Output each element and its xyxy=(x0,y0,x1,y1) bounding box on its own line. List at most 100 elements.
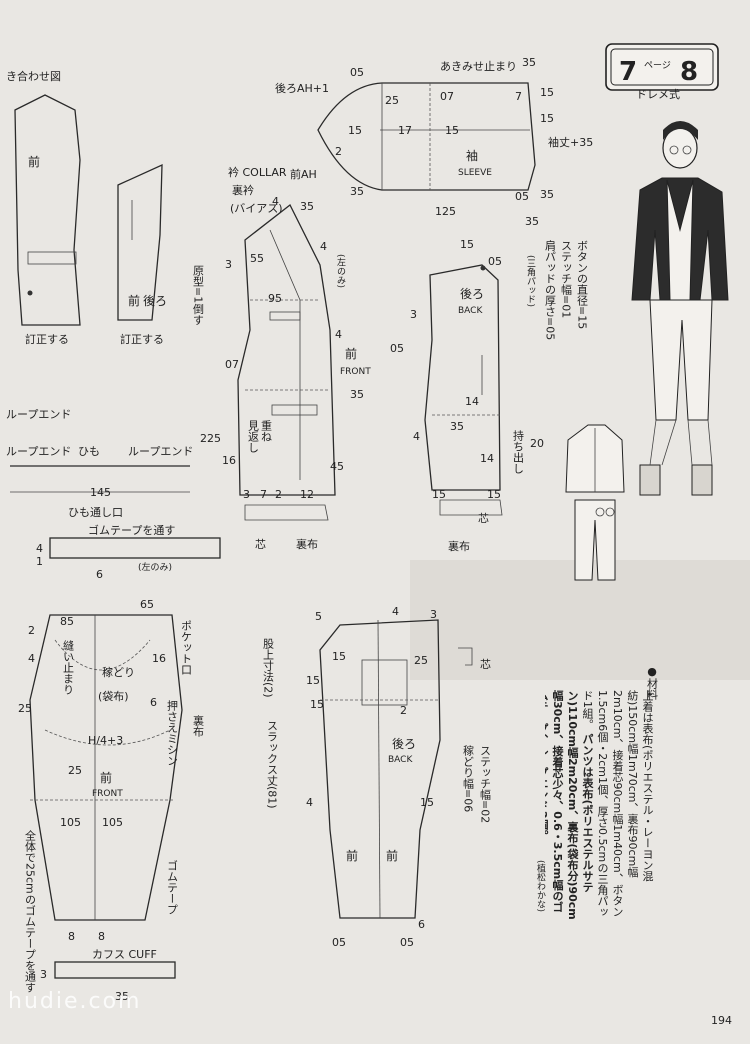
pf-sew-end: 縫い止まり xyxy=(62,639,75,695)
sleeve-n15: 05 xyxy=(515,190,529,203)
pf-lining: 裏布 xyxy=(192,714,205,738)
front-facing: 見返し xyxy=(247,420,260,453)
pb-rivet-w: 稼どり幅=06 xyxy=(462,744,475,813)
sleeve-n5: 17 xyxy=(398,124,412,137)
sleeve-label-en: SLEEVE xyxy=(458,168,492,178)
front-n15: 35 xyxy=(350,388,364,401)
back-jacket-pattern: 後ろ BACK 持ち出し 裏布 芯 15 05 3 05 4 14 35 14 … xyxy=(390,238,544,553)
back-n3: 05 xyxy=(390,342,404,355)
pb-front-a: 前 xyxy=(346,848,358,863)
loop-end-1: ループエンド xyxy=(6,408,71,421)
pants-back-pattern: 股上寸法(2) スラックス丈(81) ステッチ幅=02 稼どり幅=06 後ろ B… xyxy=(262,605,492,949)
back-n6: 14 xyxy=(465,395,479,408)
pb-n7: 2 xyxy=(400,704,407,717)
badge-page-suffix: ページ xyxy=(644,61,671,71)
back-n1: 05 xyxy=(488,255,502,268)
pb-core: 芯 xyxy=(480,657,491,671)
sleeve-n0: 05 xyxy=(350,66,364,79)
front-n13: 4 xyxy=(335,328,342,341)
loop-end-3: ループエンド xyxy=(128,445,193,458)
sleeve-n16b: 35 xyxy=(522,56,536,69)
front-n22: 225 xyxy=(200,432,221,445)
front-n1: 35 xyxy=(300,200,314,213)
pb-front-b: 前 xyxy=(386,848,398,863)
sleeve-n16: 35 xyxy=(525,215,539,228)
pb-n6: 25 xyxy=(414,654,428,667)
sleeve-n8: 15 xyxy=(540,112,554,125)
pf-hip: H/4+3 xyxy=(88,734,123,747)
pf-n18: 105 xyxy=(102,816,123,829)
pf-n20: 8 xyxy=(98,930,105,943)
front-left-only: (左のみ) xyxy=(335,254,346,288)
pf-n16: 25 xyxy=(68,764,82,777)
sleeve-n2: 07 xyxy=(440,90,454,103)
front-lining: 裏布 xyxy=(296,537,318,551)
sleeve-n4: 15 xyxy=(348,124,362,137)
collar-label: 衿 COLLAR xyxy=(228,165,287,179)
pf-n5: 2 xyxy=(28,624,35,637)
pf-n11: 6 xyxy=(150,696,157,709)
model-illustration xyxy=(631,121,729,496)
align-title: き合わせ図 xyxy=(6,69,61,83)
back-lift: 持ち出し xyxy=(512,429,525,474)
note-button-dia: ボタンの直径=15 xyxy=(576,240,589,330)
back-n7: 35 xyxy=(450,420,464,433)
loop-end-2: ループエンド xyxy=(6,445,71,458)
front-n12: 07 xyxy=(225,358,239,371)
loop-n4: 4 xyxy=(36,542,43,555)
pf-n24: 35 xyxy=(115,990,129,1003)
pf-label-en: FRONT xyxy=(92,789,123,799)
sleeve-n13: 35 xyxy=(350,185,364,198)
pb-n3: 15 xyxy=(332,650,346,663)
pb-hem-len: 股上寸法(2) xyxy=(262,638,275,698)
pf-n1: 85 xyxy=(60,615,74,628)
button-stitch-notes: ボタンの直径=15 ステッチ幅=01 肩パッドの厚さ=05 (三角パッド) xyxy=(525,239,589,341)
loop-string-section: ループエンド ループエンド ひも ループエンド 145 ひも通し口 ゴムテープを… xyxy=(6,408,221,581)
pf-label-jp: 前 xyxy=(100,770,112,785)
page-badge: 7 ページ 8 ドレメ式 xyxy=(605,43,719,101)
materials-section: ●材料 xyxy=(646,665,659,701)
pb-n4: 15 xyxy=(306,674,320,687)
sleeve-n12: 35 xyxy=(540,188,554,201)
front-jacket-pattern: 衿 COLLAR 裏衿 (バイアス) 前 FRONT (左のみ) 原型=1倒す … xyxy=(192,165,372,551)
sleeve-n1: 25 xyxy=(385,94,399,107)
pb-n2: 3 xyxy=(430,608,437,621)
note-stitch: ステッチ幅=01 xyxy=(560,240,573,318)
pants-front-pattern: 65 85 2 4 25 6 16 25 105 105 8 8 3 35 前 … xyxy=(18,598,205,1003)
pf-n17: 105 xyxy=(60,816,81,829)
watermark: hudie.com xyxy=(8,989,141,1014)
materials-credit: (植松わかな) xyxy=(535,860,545,913)
pb-n8: 15 xyxy=(310,698,324,711)
pf-press: 押さえミシン xyxy=(166,699,179,766)
note-pad-kind: (三角パッド) xyxy=(525,255,536,307)
front-n28: 12 xyxy=(300,488,314,501)
back-label-en: BACK xyxy=(458,306,483,316)
loop-himo-loop: ひも通し口 xyxy=(68,506,123,519)
front-n3: 3 xyxy=(225,258,232,271)
sleeve-opening: あきみせ止まり xyxy=(440,60,517,73)
pf-pocket-mouth: ポケット口 xyxy=(180,620,193,675)
loop-n1: 1 xyxy=(36,555,43,568)
alignment-diagram: き合わせ図 前 前 後ろ 訂正する 訂正する xyxy=(6,69,167,346)
align-front: 前 xyxy=(28,154,40,169)
sleeve-back-ah: 後ろAH+1 xyxy=(275,81,329,95)
sleeve-n9: 2 xyxy=(335,145,342,158)
sleeve-n3: 7 xyxy=(515,90,522,103)
materials-top: 上着は表布(ポリエステル・レーヨン混紡)150cm幅1m70cm、裏布90cm幅… xyxy=(581,690,654,918)
pb-n12: 4 xyxy=(306,796,313,809)
pb-label-jp: 後ろ xyxy=(392,737,416,751)
back-n4: 4 xyxy=(413,430,420,443)
back-n10: 20 xyxy=(530,437,544,450)
pf-n10: 25 xyxy=(18,702,32,715)
front-n25: 3 xyxy=(243,488,250,501)
front-n6: 55 xyxy=(250,252,264,265)
back-n8: 14 xyxy=(480,452,494,465)
sleeve-n6: 15 xyxy=(445,124,459,137)
back-label-jp: 後ろ xyxy=(460,287,484,301)
align-front-2: 前 xyxy=(128,293,140,308)
loop-left-only: (左のみ) xyxy=(138,561,172,573)
pb-n0: 5 xyxy=(315,610,322,623)
pb-n17: 6 xyxy=(418,918,425,931)
